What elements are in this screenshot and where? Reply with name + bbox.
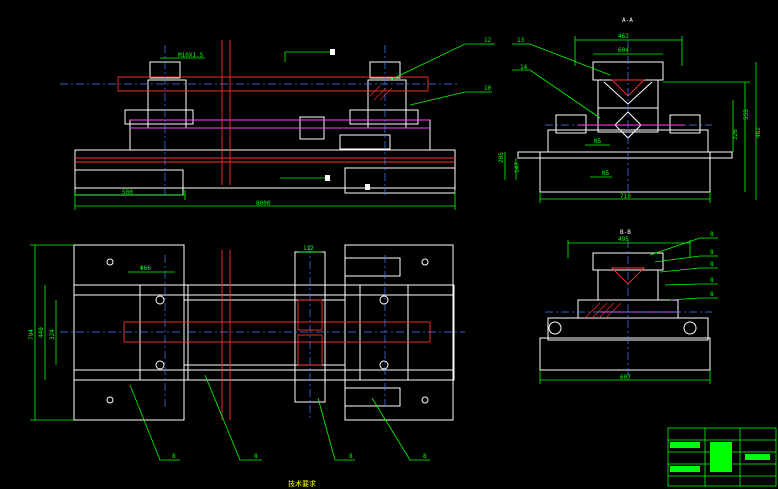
bb-callout-2: 8 — [710, 249, 714, 256]
front-right-column — [367, 79, 407, 129]
dim-440: 440 — [38, 327, 45, 338]
plan-callout-2: 8 — [254, 453, 258, 460]
leader-13 — [512, 43, 611, 76]
bb-callout-4: 8 — [710, 277, 714, 284]
front-right-block — [349, 109, 419, 125]
plan-callout-1: 8 — [172, 453, 176, 460]
dim-719: 719 — [620, 193, 631, 200]
thread-label: M10X1.5 — [178, 52, 204, 59]
section-b-b: B-B 495 607 8 8 8 8 8 — [539, 229, 718, 384]
plan-callout-3: 8 — [349, 453, 353, 460]
plan-right-fixture — [359, 284, 409, 381]
title-block-fill-3 — [710, 442, 732, 472]
callout-12: 12 — [484, 37, 492, 44]
bb-callout-1: 8 — [710, 231, 714, 238]
plan-left-base — [73, 244, 185, 421]
bb-leader-5 — [669, 297, 718, 301]
front-left-block — [124, 109, 194, 125]
caption-text: 技术要求 — [288, 479, 316, 488]
dim-8000: 8000 — [256, 200, 271, 207]
dim-326: 326 — [732, 129, 739, 140]
bb-callout-3: 8 — [710, 261, 714, 268]
plan-rail-frame — [73, 284, 455, 381]
dim-66: Φ66 — [140, 265, 151, 272]
leader-12 — [389, 43, 495, 81]
leader-10 — [409, 91, 492, 106]
dim-604: 604 — [618, 47, 629, 54]
bb-leader-1 — [649, 237, 718, 256]
dim-n5b: N5 — [602, 170, 610, 177]
callout-14: 14 — [520, 64, 528, 71]
aa-base-flange — [517, 151, 733, 159]
bb-leader-2 — [654, 255, 718, 263]
plan-view: 794 440 324 Φ66 112 8 8 8 8 技术要求 — [28, 244, 465, 488]
plan-leader-2 — [204, 374, 262, 461]
front-left-column — [147, 79, 187, 129]
plan-leader-3 — [317, 397, 355, 461]
plan-leader-1 — [129, 384, 180, 461]
plan-left-fixture — [139, 284, 189, 381]
section-bb-title: B-B — [620, 229, 631, 236]
bb-leader-4 — [664, 283, 718, 286]
title-block-fill-1 — [670, 442, 700, 448]
dim-555: 555 — [743, 109, 750, 120]
bb-base — [539, 337, 711, 371]
callout-13: 13 — [517, 37, 525, 44]
dim-794: 794 — [28, 329, 35, 340]
plan-leader-4 — [371, 397, 430, 461]
plan-right-base — [344, 244, 454, 421]
callout-10: 10 — [484, 85, 492, 92]
dim-112: 112 — [303, 245, 314, 252]
title-block-frame — [667, 427, 777, 487]
section-a-a: A-A 462 604 555 462 326 285 147 — [498, 17, 762, 203]
dim-324: 324 — [49, 329, 56, 340]
front-view: 12 10 M10X1.5 500 8000 — [60, 37, 495, 210]
front-base-plate — [74, 149, 456, 189]
front-cylinder — [339, 134, 391, 150]
dim-607: 607 — [620, 374, 631, 381]
title-block-fill-4 — [745, 454, 770, 460]
dim-495: 495 — [618, 236, 629, 243]
dim-500: 500 — [122, 189, 133, 196]
dim-n5a: N5 — [594, 138, 602, 145]
leader-14 — [512, 69, 601, 119]
section-aa-title: A-A — [622, 17, 633, 24]
aa-left-cylinder — [555, 114, 587, 134]
title-block — [667, 427, 777, 487]
bb-leader-3 — [659, 267, 718, 273]
plan-top-cylinder — [344, 257, 401, 277]
title-block-fill-2 — [670, 466, 700, 472]
plan-bottom-cylinder — [344, 387, 401, 407]
dim-285: 285 — [498, 152, 505, 163]
dim-462v: 462 — [755, 127, 762, 138]
plan-callout-4: 8 — [423, 453, 427, 460]
dim-462: 462 — [618, 33, 629, 40]
front-right-foot — [344, 167, 456, 194]
dim-147: 147 — [514, 162, 521, 173]
aa-right-cylinder — [669, 114, 701, 134]
bb-callout-5: 8 — [710, 291, 714, 298]
